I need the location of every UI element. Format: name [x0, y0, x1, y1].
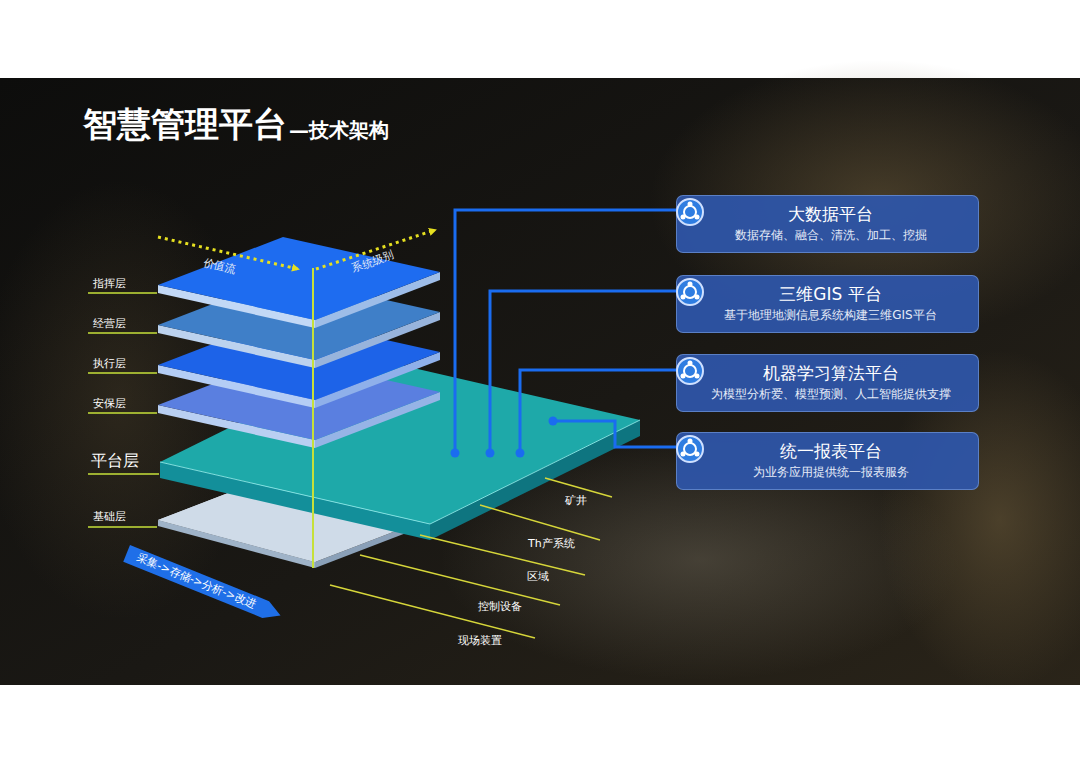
- level-label: 矿井: [565, 494, 587, 507]
- process-banner: [123, 545, 284, 624]
- layer-label: 安保层: [93, 397, 126, 410]
- layer-label: 指挥层: [93, 277, 126, 290]
- slide-subtitle: —技术架构: [289, 118, 389, 142]
- box-body: 基于地理地测信息系统构建三维GIS平台: [699, 308, 962, 322]
- axis-line: [312, 268, 314, 568]
- box-body: 为模型分析爱、模型预测、人工智能提供支撑: [699, 387, 962, 401]
- platform-box: 三维GIS 平台基于地理地测信息系统构建三维GIS平台: [676, 275, 979, 333]
- level-label: 现场装置: [458, 634, 502, 647]
- layer-label: 基础层: [93, 510, 126, 523]
- platform-box: 机器学习算法平台为模型分析爱、模型预测、人工智能提供支撑: [676, 354, 979, 412]
- level-label: Th产系统: [528, 537, 575, 550]
- box-body: 数据存储、融合、清洗、加工、挖掘: [699, 228, 962, 242]
- platform-links: [455, 210, 676, 453]
- layer-label: 平台层: [91, 451, 139, 470]
- box-heading: 机器学习算法平台: [699, 363, 962, 383]
- command-layer: [158, 237, 440, 328]
- link-dots: [451, 417, 558, 458]
- dimension-leaders: [330, 478, 612, 638]
- layer-label: 执行层: [93, 357, 126, 370]
- slide-title: 智慧管理平台: [83, 104, 287, 145]
- platform-box: 统一报表平台为业务应用提供统一报表服务: [676, 432, 979, 490]
- box-heading: 大数据平台: [699, 204, 962, 224]
- level-label: 控制设备: [478, 600, 522, 613]
- box-heading: 统一报表平台: [699, 441, 962, 461]
- box-heading: 三维GIS 平台: [699, 284, 962, 304]
- level-label: 区域: [527, 570, 549, 583]
- box-body: 为业务应用提供统一报表服务: [699, 465, 962, 479]
- platform-box: 大数据平台数据存储、融合、清洗、加工、挖掘: [676, 195, 979, 253]
- layer-label: 经营层: [93, 317, 126, 330]
- layer-leaders: [88, 293, 159, 527]
